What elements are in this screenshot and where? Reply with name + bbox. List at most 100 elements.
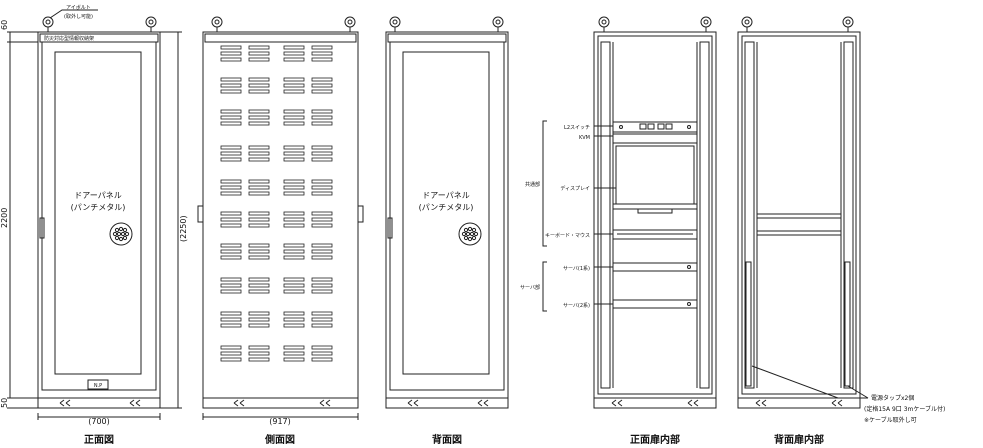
equip-display: ディスプレイ — [560, 185, 590, 192]
vent-slot — [283, 243, 305, 248]
vent-slot — [248, 145, 270, 150]
vent-slot — [248, 45, 270, 50]
vent-slot — [311, 277, 333, 282]
vent-slot — [283, 255, 305, 260]
vent-slot — [220, 249, 242, 254]
power-tap-spec: (定格15A 9口 3mケーブル付) — [864, 405, 945, 413]
vent-slot — [248, 51, 270, 56]
vent-slot — [311, 249, 333, 254]
vent-slot — [220, 157, 242, 162]
vent-slot — [311, 179, 333, 184]
vent-slot — [283, 191, 305, 196]
vent-slot — [283, 277, 305, 282]
vent-slot — [311, 157, 333, 162]
group-shared: 共通部 — [525, 181, 540, 188]
vent-slot — [283, 317, 305, 322]
vent-slot — [283, 121, 305, 126]
vent-slot — [248, 109, 270, 114]
vent-slot — [220, 351, 242, 356]
vent-slot — [283, 109, 305, 114]
eyebolt-note: (取外し可能) — [64, 13, 93, 20]
door-panel-sub-front: (パンチメタル) — [71, 203, 126, 212]
vent-slot — [283, 345, 305, 350]
view-title-side: 側面図 — [264, 433, 295, 446]
vent-slot — [248, 357, 270, 362]
vent-slot — [248, 217, 270, 222]
vent-slot — [220, 357, 242, 362]
vent-slot — [283, 351, 305, 356]
vent-slot — [248, 185, 270, 190]
view-title-back: 背面図 — [432, 433, 462, 446]
vent-slot — [283, 357, 305, 362]
vent-slot — [248, 191, 270, 196]
vent-slot — [311, 151, 333, 156]
vent-slot — [283, 185, 305, 190]
vent-slot — [220, 277, 242, 282]
vent-slot — [248, 211, 270, 216]
vent-slot — [220, 145, 242, 150]
vent-slot — [283, 311, 305, 316]
vent-slot — [220, 185, 242, 190]
vent-slot — [220, 289, 242, 294]
vent-slot — [248, 179, 270, 184]
vent-slot — [283, 283, 305, 288]
door-panel-sub-back: (パンチメタル) — [419, 203, 474, 212]
vent-slot — [311, 283, 333, 288]
vent-slot — [311, 323, 333, 328]
vent-slot — [220, 45, 242, 50]
vent-slot — [248, 255, 270, 260]
vent-slot — [248, 89, 270, 94]
door-panel-label-front: ドアーパネル — [74, 191, 121, 200]
vent-slot — [311, 243, 333, 248]
vent-slot — [311, 89, 333, 94]
vent-slot — [311, 51, 333, 56]
vent-slot — [283, 211, 305, 216]
vent-slot — [283, 89, 305, 94]
equip-keyboard-mouse: キーボード・マウス — [545, 232, 590, 239]
vent-slot — [311, 121, 333, 126]
vent-slot — [283, 51, 305, 56]
vent-slot — [220, 283, 242, 288]
door-panel-label-back: ドアーパネル — [422, 191, 469, 200]
vent-slot — [311, 255, 333, 260]
view-title-front-interior: 正面扉内部 — [630, 433, 680, 446]
equip-l2-switch: L2スイッチ — [564, 125, 590, 131]
power-tap-label: 電源タップx2個 — [871, 394, 914, 402]
vent-slot — [248, 345, 270, 350]
dim-height: 2200 — [0, 208, 9, 228]
vent-slot — [220, 121, 242, 126]
vent-slot — [220, 311, 242, 316]
vent-slot — [283, 249, 305, 254]
side-view — [197, 16, 364, 420]
vent-slot — [248, 323, 270, 328]
dim-width-side: (917) — [269, 417, 291, 426]
vent-slot — [311, 77, 333, 82]
vent-slot — [248, 157, 270, 162]
vent-slot — [220, 89, 242, 94]
vent-slot — [311, 57, 333, 62]
view-title-back-interior: 背面扉内部 — [774, 433, 824, 446]
vent-slot — [283, 115, 305, 120]
vent-slot — [248, 249, 270, 254]
vent-slot — [248, 223, 270, 228]
vent-slot — [283, 223, 305, 228]
eyebolt-icon — [389, 16, 401, 32]
eyebolt-icon — [344, 16, 356, 32]
eyebolt-icon — [145, 16, 157, 32]
eyebolt-label: アイボルト — [66, 4, 91, 11]
vent-slot — [220, 317, 242, 322]
eyebolt-icon — [842, 16, 854, 32]
vent-slot — [311, 223, 333, 228]
dim-overall: (2250) — [179, 215, 188, 242]
vent-slot — [248, 115, 270, 120]
vent-slot — [220, 211, 242, 216]
vent-slot — [248, 351, 270, 356]
equip-server-2: サーバ(2系) — [563, 302, 590, 309]
vent-slot — [220, 323, 242, 328]
vent-slot — [311, 311, 333, 316]
vent-slot — [283, 217, 305, 222]
vent-slot — [283, 151, 305, 156]
vent-slot — [248, 289, 270, 294]
vent-slot — [220, 115, 242, 120]
top-plate-label: 防災対応型情報収納架 — [44, 35, 94, 42]
